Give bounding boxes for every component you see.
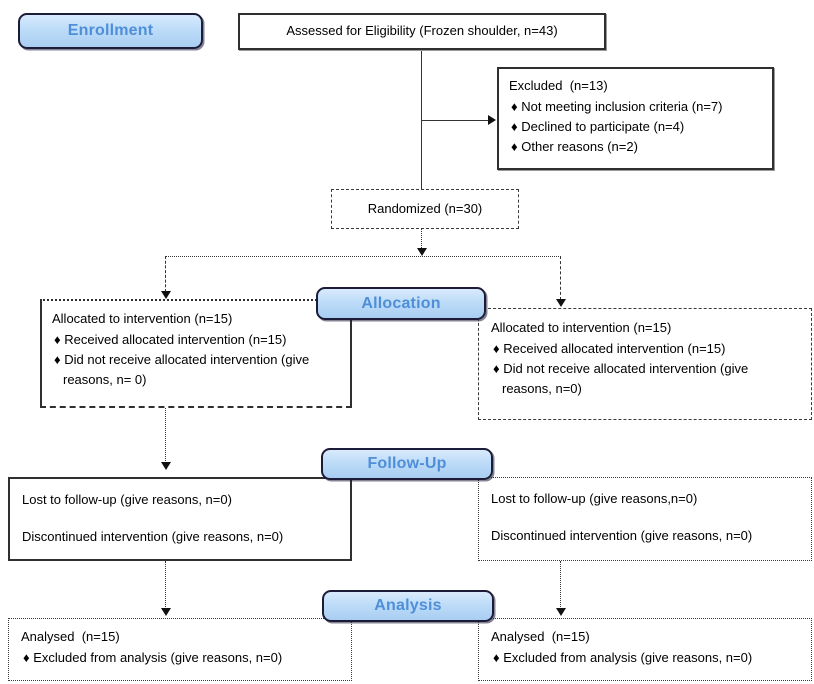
followup-right-line2: Discontinued intervention (give reasons,… [491, 528, 753, 544]
stage-label-analysis: Analysis [374, 597, 442, 614]
allocation-right-title: Allocated to intervention (n=15) [491, 320, 672, 335]
arrowhead-analysis-right [556, 608, 566, 616]
bullet-item: ♦ Received allocated intervention (n=15) [493, 341, 726, 357]
analysis-left-box: Analysed (n=15) ♦ Excluded from analysis… [8, 618, 352, 681]
followup-left-line1: Lost to follow-up (give reasons, n=0) [22, 492, 232, 507]
stage-header-followup: Follow-Up [321, 448, 493, 480]
allocation-left-box: Allocated to intervention (n=15) ♦ Recei… [40, 299, 352, 408]
line-randomized-down [421, 229, 422, 250]
randomized-box: Randomized (n=30) [331, 189, 519, 229]
bullet-item: ♦ Did not receive allocated intervention… [54, 352, 310, 388]
bullet-item: ♦ Not meeting inclusion criteria (n=7) [511, 99, 723, 115]
stage-header-allocation: Allocation [316, 287, 486, 320]
bullet-item: ♦ Received allocated intervention (n=15) [54, 332, 287, 348]
line-followup-left-down [165, 561, 166, 609]
arrowhead-analysis-left [161, 608, 171, 616]
line-followup-right-down [560, 561, 561, 609]
analysis-left-title: Analysed (n=15) [21, 629, 120, 644]
analysis-right-bullet-list: ♦ Excluded from analysis (give reasons, … [491, 648, 799, 668]
line-assessed-to-randomized [421, 50, 422, 189]
followup-right-line1: Lost to follow-up (give reasons,n=0) [491, 491, 698, 506]
bullet-item: ♦ Other reasons (n=2) [511, 139, 638, 155]
stage-label-allocation: Allocation [361, 294, 441, 312]
arrowhead-randomized-branch [417, 248, 427, 256]
analysis-right-title: Analysed (n=15) [491, 629, 590, 644]
line-branch-to-excluded [421, 120, 489, 121]
analysis-right-box: Analysed (n=15) ♦ Excluded from analysis… [478, 618, 812, 681]
randomized-text: Randomized (n=30) [367, 200, 483, 216]
line-branch-horizontal [165, 256, 561, 257]
stage-header-enrollment: Enrollment [18, 13, 203, 49]
line-allocation-left-down [165, 408, 166, 463]
followup-right-box: Lost to follow-up (give reasons,n=0) Dis… [478, 477, 812, 561]
excluded-box: Excluded (n=13) ♦ Not meeting inclusion … [497, 67, 774, 170]
arrowhead-allocation-right [556, 299, 566, 307]
assessed-eligibility-text: Assessed for Eligibility (Frozen shoulde… [286, 23, 558, 39]
stage-header-analysis: Analysis [322, 590, 494, 622]
allocation-left-title: Allocated to intervention (n=15) [52, 311, 233, 326]
stage-label-enrollment: Enrollment [67, 22, 154, 39]
excluded-bullet-list: ♦ Not meeting inclusion criteria (n=7) ♦ … [509, 97, 762, 157]
allocation-right-box: Allocated to intervention (n=15) ♦ Recei… [478, 308, 812, 420]
bullet-item: ♦ Did not receive allocated intervention… [493, 361, 749, 397]
analysis-left-bullet-list: ♦ Excluded from analysis (give reasons, … [21, 648, 339, 668]
line-branch-left-down [165, 256, 166, 292]
excluded-title: Excluded (n=13) [509, 78, 608, 93]
arrowhead-allocation-left [161, 291, 171, 299]
stage-label-followup: Follow-Up [367, 455, 447, 472]
allocation-left-bullet-list: ♦ Received allocated intervention (n=15)… [52, 330, 330, 390]
bullet-item: ♦ Excluded from analysis (give reasons, … [23, 650, 283, 666]
followup-left-box: Lost to follow-up (give reasons, n=0) Di… [8, 477, 352, 561]
assessed-eligibility-box: Assessed for Eligibility (Frozen shoulde… [238, 13, 606, 50]
followup-left-line2: Discontinued intervention (give reasons,… [22, 529, 284, 545]
arrowhead-followup-left [161, 462, 171, 470]
allocation-right-bullet-list: ♦ Received allocated intervention (n=15)… [491, 339, 781, 399]
arrowhead-excluded [488, 115, 496, 125]
bullet-item: ♦ Declined to participate (n=4) [511, 119, 685, 135]
bullet-item: ♦ Excluded from analysis (give reasons, … [493, 650, 753, 666]
line-branch-right-down [560, 256, 561, 300]
